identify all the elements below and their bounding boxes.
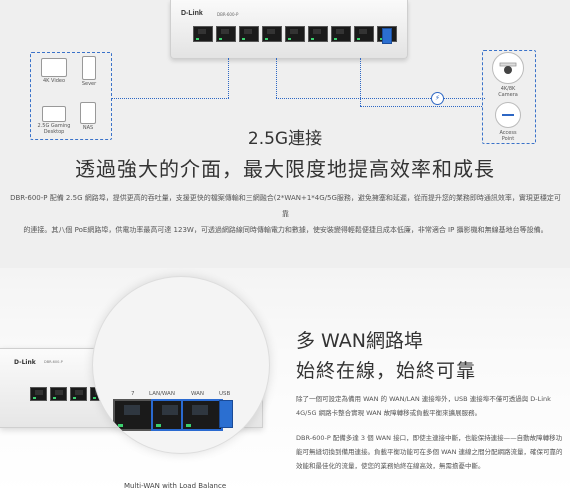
device-server: Sever xyxy=(74,56,104,87)
router-port-row xyxy=(30,387,107,401)
device-gaming-desktop: 2.5G Gaming Desktop xyxy=(34,106,74,135)
usb-port-icon xyxy=(219,400,233,428)
section-description: DBR-600-P 配備 2.5G 網路埠，提供更高的吞吐量，支援更快的檔案傳輸… xyxy=(8,190,563,238)
lan-wan-label: LAN/WAN xyxy=(149,391,175,397)
device-label: Access Point xyxy=(499,130,517,142)
ethernet-port-icon xyxy=(285,26,305,42)
ethernet-port-icon xyxy=(262,26,282,42)
multi-wan-section: D-Link DBR-600-P 7 LAN/WAN WAN USB Multi… xyxy=(0,268,570,494)
device-camera: 4K/8K Camera xyxy=(488,52,528,98)
ethernet-port-icon xyxy=(216,26,236,42)
lan-section: D-Link DBR-600-P ⚡ 4K Video Sever 2.5G G… xyxy=(0,0,570,268)
router-top-view: D-Link DBR-600-P xyxy=(170,0,408,59)
device-label: 2.5G Gaming Desktop xyxy=(37,123,71,135)
device-4k-video: 4K Video xyxy=(36,58,72,84)
connection-line xyxy=(360,106,482,107)
image-caption: Multi-WAN with Load Balance xyxy=(124,482,227,490)
power-bolt-icon: ⚡ xyxy=(431,92,444,105)
server-icon xyxy=(82,56,96,80)
port-number-label: 7 xyxy=(131,391,135,397)
section-title: 透過強大的介面，最大限度地提高效率和成長 xyxy=(75,157,495,181)
ethernet-port-icon xyxy=(331,26,351,42)
desktop-icon xyxy=(42,106,66,122)
wired-devices-group xyxy=(30,52,112,140)
wan-label: WAN xyxy=(191,391,205,397)
port-zoom-circle: 7 LAN/WAN WAN USB xyxy=(92,276,270,454)
poe-devices-group xyxy=(482,50,536,144)
ethernet-port-icon xyxy=(308,26,328,42)
wan-port-icon xyxy=(181,399,223,431)
device-nas: NAS xyxy=(76,102,100,131)
section-paragraph: DBR-600-P 配備多達 3 個 WAN 接口，即使主連接中斷，也能保持連接… xyxy=(296,434,563,470)
ethernet-port-icon xyxy=(113,399,155,431)
usb-port-icon xyxy=(382,28,392,44)
router-brand: D-Link xyxy=(181,10,203,17)
description-line: DBR-600-P 配備 2.5G 網路埠，提供更高的吞吐量，支援更快的檔案傳輸… xyxy=(10,194,561,218)
connection-line xyxy=(228,58,229,98)
device-label: 4K Video xyxy=(42,78,66,84)
router-model: DBR-600-P xyxy=(217,12,239,17)
usb-label: USB xyxy=(219,391,231,397)
connection-line xyxy=(111,98,229,99)
connection-line xyxy=(276,98,485,99)
ethernet-port-icon xyxy=(354,26,374,42)
ethernet-port-icon xyxy=(50,387,67,401)
ethernet-port-icon xyxy=(70,387,87,401)
router-model: DBR-600-P xyxy=(44,360,63,364)
router-brand: D-Link xyxy=(14,359,36,366)
device-label: 4K/8K Camera xyxy=(498,86,518,98)
ethernet-port-icon xyxy=(30,387,47,401)
section-title: 多 WAN網路埠 xyxy=(296,330,423,352)
device-label: NAS xyxy=(82,125,94,131)
tv-icon xyxy=(41,58,67,77)
section-paragraph: 除了一個可設定為備用 WAN 的 WAN/LAN 連接埠外，USB 連接埠不僅可… xyxy=(296,395,551,417)
device-label: Sever xyxy=(81,81,97,87)
nas-icon xyxy=(80,102,96,124)
connection-line xyxy=(360,58,361,106)
ethernet-port-icon xyxy=(239,26,259,42)
section-subtitle: 2.5G連接 xyxy=(247,129,323,149)
section-subtitle: 始終在線，始終可靠 xyxy=(296,360,477,382)
router-port-row xyxy=(193,26,397,42)
description-line: 的連接。其八個 PoE網路埠，供電功率最高可達 123W，可透過網路線同時傳輸電… xyxy=(23,226,548,234)
ethernet-port-icon xyxy=(193,26,213,42)
device-access-point: Access Point xyxy=(488,102,528,142)
camera-icon xyxy=(492,52,524,84)
connection-line xyxy=(276,58,277,98)
access-point-icon xyxy=(495,102,521,128)
